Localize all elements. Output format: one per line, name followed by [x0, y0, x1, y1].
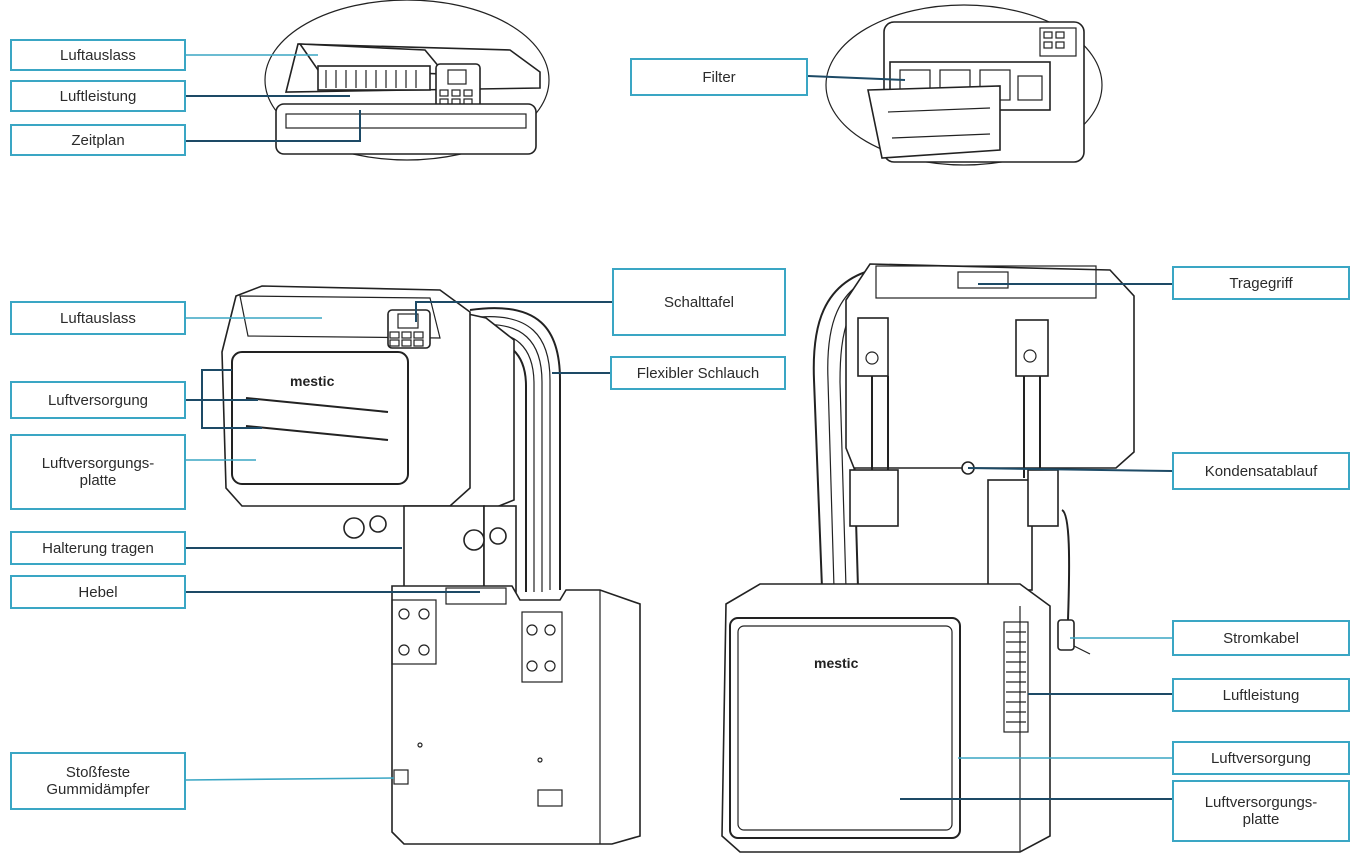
- back-unit: mestic: [721, 263, 1135, 853]
- label-top-luftauslass: Luftauslass: [10, 39, 186, 71]
- label-front-hebel: Hebel: [10, 575, 186, 609]
- label-back-luftleistung: Luftleistung: [1172, 678, 1350, 712]
- label-front-halterung-tragen: Halterung tragen: [10, 531, 186, 565]
- label-front-luftversorgungsplatte: Luftversorgungs- platte: [10, 434, 186, 510]
- front-unit: mestic: [221, 285, 641, 845]
- detail-top-right: [825, 4, 1103, 166]
- label-back-luftversorgung: Luftversorgung: [1172, 741, 1350, 775]
- detail-top-left: [264, 0, 550, 161]
- front-brand-text: mestic: [290, 373, 335, 389]
- back-brand-text: mestic: [814, 655, 859, 671]
- label-front-luftversorgung: Luftversorgung: [10, 381, 186, 419]
- label-back-luftversorgungsplatte: Luftversorgungs- platte: [1172, 780, 1350, 842]
- label-front-flexibler-schlauch: Flexibler Schlauch: [610, 356, 786, 390]
- label-front-schalttafel: Schalttafel: [612, 268, 786, 336]
- label-back-stromkabel: Stromkabel: [1172, 620, 1350, 656]
- label-top-luftleistung: Luftleistung: [10, 80, 186, 112]
- label-top-filter: Filter: [630, 58, 808, 96]
- label-front-gummidaempfer: Stoßfeste Gummidämpfer: [10, 752, 186, 810]
- label-front-luftauslass: Luftauslass: [10, 301, 186, 335]
- label-back-kondensatablauf: Kondensatablauf: [1172, 452, 1350, 490]
- label-top-zeitplan: Zeitplan: [10, 124, 186, 156]
- leader-lines: [185, 54, 1173, 800]
- label-back-tragegriff: Tragegriff: [1172, 266, 1350, 300]
